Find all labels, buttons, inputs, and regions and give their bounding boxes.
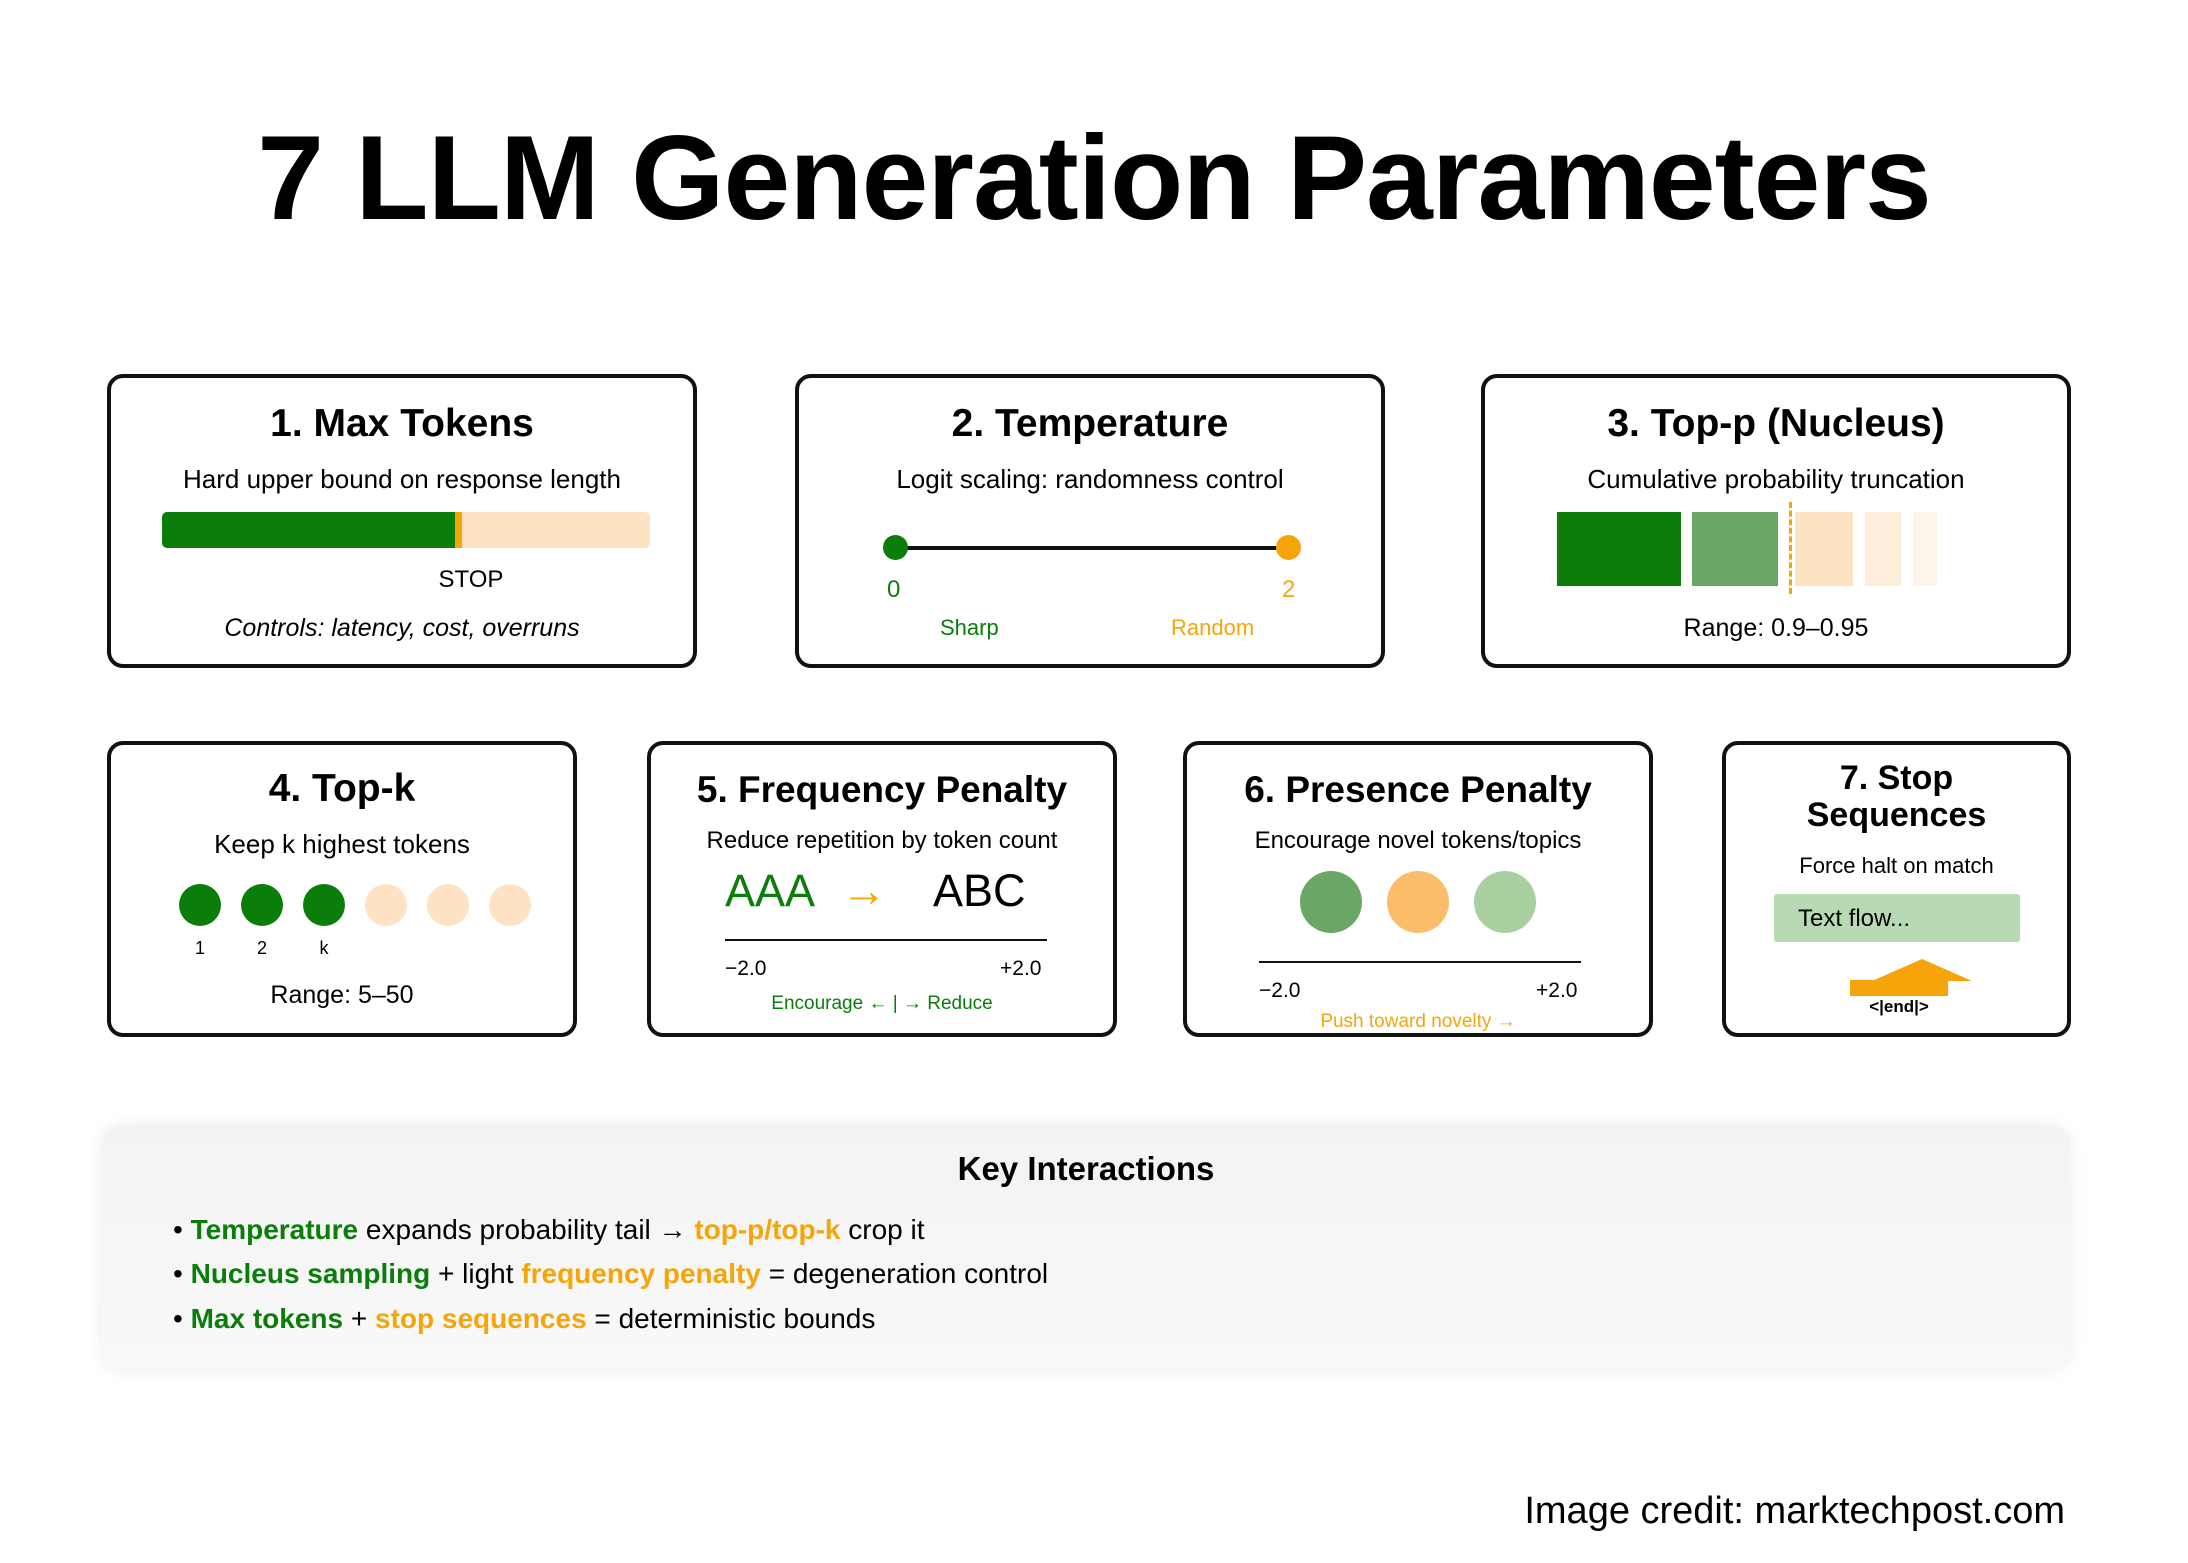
card-subtitle: Keep k highest tokens bbox=[214, 829, 470, 859]
probability-block bbox=[1692, 512, 1778, 586]
bullet-text: + light bbox=[430, 1258, 522, 1289]
random-label: Random bbox=[1171, 615, 1255, 640]
dropped-token bbox=[365, 884, 407, 926]
card-frequency-penalty: 5. Frequency Penalty Reduce repetition b… bbox=[647, 741, 1117, 1037]
token-rank-label: 1 bbox=[194, 938, 205, 958]
text-flow-box: Text flow... bbox=[1774, 894, 2020, 942]
highlight-term: frequency penalty bbox=[521, 1258, 761, 1289]
kept-token bbox=[241, 884, 283, 926]
highlight-term: Temperature bbox=[190, 1214, 359, 1245]
bullet-text: crop it bbox=[840, 1214, 925, 1245]
image-credit: Image credit: marktechpost.com bbox=[1524, 1490, 2065, 1532]
repetitive-text-example: AAA bbox=[725, 865, 816, 916]
penalty-caption: Encourage ← | → Reduce bbox=[771, 993, 993, 1014]
penalty-caption: Push toward novelty → bbox=[1320, 1011, 1516, 1032]
bullet-marker: • bbox=[173, 1258, 191, 1289]
probability-block bbox=[1913, 512, 1937, 586]
card-title: 6. Presence Penalty bbox=[1244, 769, 1592, 810]
card-title: 2. Temperature bbox=[951, 402, 1229, 445]
kept-token bbox=[179, 884, 221, 926]
key-interaction-bullet: • Nucleus sampling + light frequency pen… bbox=[173, 1258, 1048, 1290]
card-subtitle: Hard upper bound on response length bbox=[183, 464, 621, 494]
highlight-term: Nucleus sampling bbox=[190, 1258, 431, 1289]
range-label: Range: 0.9–0.95 bbox=[1683, 614, 1869, 642]
penalty-max: +2.0 bbox=[1536, 979, 1578, 1002]
card-subtitle: Encourage novel tokens/topics bbox=[1254, 827, 1582, 854]
card-max-tokens: 1. Max Tokens Hard upper bound on respon… bbox=[107, 374, 697, 668]
temperature-min: 0 bbox=[887, 576, 901, 603]
card-subtitle: Cumulative probability truncation bbox=[1587, 464, 1965, 494]
card-title: 5. Frequency Penalty bbox=[696, 769, 1068, 810]
sharp-label: Sharp bbox=[940, 615, 999, 640]
probability-block bbox=[1865, 512, 1901, 586]
nucleus-cutoff-line bbox=[1789, 502, 1792, 594]
penalty-min: −2.0 bbox=[1259, 979, 1301, 1002]
bullet-marker: • bbox=[173, 1303, 191, 1334]
card-stop-sequences: 7. Stop Sequences Force halt on match Te… bbox=[1722, 741, 2071, 1037]
key-interactions-heading: Key Interactions bbox=[957, 1150, 1215, 1187]
penalty-max: +2.0 bbox=[1000, 957, 1042, 980]
dropped-token bbox=[489, 884, 531, 926]
sharp-endpoint bbox=[883, 535, 908, 560]
stop-label: STOP bbox=[438, 566, 504, 593]
card-title: 3. Top-p (Nucleus) bbox=[1607, 402, 1945, 445]
card-title: 4. Top-k bbox=[268, 767, 416, 810]
bullet-marker: • bbox=[173, 1214, 191, 1245]
card-subtitle: Force halt on match bbox=[1799, 853, 1994, 878]
random-endpoint bbox=[1276, 535, 1301, 560]
stop-marker-triangle bbox=[1872, 959, 1972, 981]
probability-block bbox=[1795, 512, 1853, 586]
transform-arrow: → bbox=[841, 864, 887, 916]
probability-block bbox=[1557, 512, 1681, 586]
varied-text-example: ABC bbox=[933, 865, 1026, 916]
token-budget-bar bbox=[162, 512, 650, 548]
temperature-scale-line bbox=[896, 546, 1288, 550]
end-token-label: <|end|> bbox=[1869, 997, 1929, 1016]
bullet-text: + bbox=[343, 1303, 376, 1334]
topic-circle bbox=[1474, 871, 1536, 933]
token-rank-label: 2 bbox=[256, 938, 267, 958]
highlight-term: top-p/top-k bbox=[694, 1214, 841, 1245]
card-title: 1. Max Tokens bbox=[270, 402, 534, 445]
bullet-text: = deterministic bounds bbox=[586, 1303, 876, 1334]
temperature-max: 2 bbox=[1282, 576, 1296, 603]
card-title-line-1: 7. Stop bbox=[1839, 759, 1954, 797]
card-top-k: 4. Top-k Keep k highest tokens 1 2 k Ran… bbox=[107, 741, 577, 1037]
kept-token bbox=[303, 884, 345, 926]
range-label: Range: 5–50 bbox=[270, 981, 414, 1009]
token-rank-label: k bbox=[319, 938, 329, 958]
card-top-p: 3. Top-p (Nucleus) Cumulative probabilit… bbox=[1481, 374, 2071, 668]
card-subtitle: Reduce repetition by token count bbox=[706, 827, 1058, 854]
card-note: Controls: latency, cost, overruns bbox=[224, 614, 580, 642]
card-temperature: 2. Temperature Logit scaling: randomness… bbox=[795, 374, 1385, 668]
penalty-min: −2.0 bbox=[725, 957, 767, 980]
highlight-term: Max tokens bbox=[190, 1303, 344, 1334]
topic-circle bbox=[1387, 871, 1449, 933]
penalty-axis bbox=[725, 939, 1047, 941]
text-flow-label: Text flow... bbox=[1798, 905, 1911, 932]
bullet-text: = degeneration control bbox=[760, 1258, 1049, 1289]
dropped-token bbox=[427, 884, 469, 926]
key-interaction-bullet: • Temperature expands probability tail →… bbox=[173, 1214, 925, 1246]
topic-circle bbox=[1300, 871, 1362, 933]
stop-marker bbox=[455, 512, 462, 548]
key-interactions-panel: Key Interactions bbox=[102, 1124, 2070, 1368]
stop-marker-bar bbox=[1850, 980, 1948, 996]
page-title: 7 LLM Generation Parameters bbox=[257, 111, 1932, 245]
key-interaction-bullet: • Max tokens + stop sequences = determin… bbox=[173, 1303, 875, 1335]
card-title-line-2: Sequences bbox=[1806, 796, 1987, 834]
bullet-text: expands probability tail → bbox=[358, 1214, 695, 1245]
token-budget-fill bbox=[162, 512, 455, 548]
highlight-term: stop sequences bbox=[375, 1303, 587, 1334]
penalty-axis bbox=[1259, 961, 1581, 963]
card-presence-penalty: 6. Presence Penalty Encourage novel toke… bbox=[1183, 741, 1653, 1037]
card-subtitle: Logit scaling: randomness control bbox=[896, 464, 1284, 494]
